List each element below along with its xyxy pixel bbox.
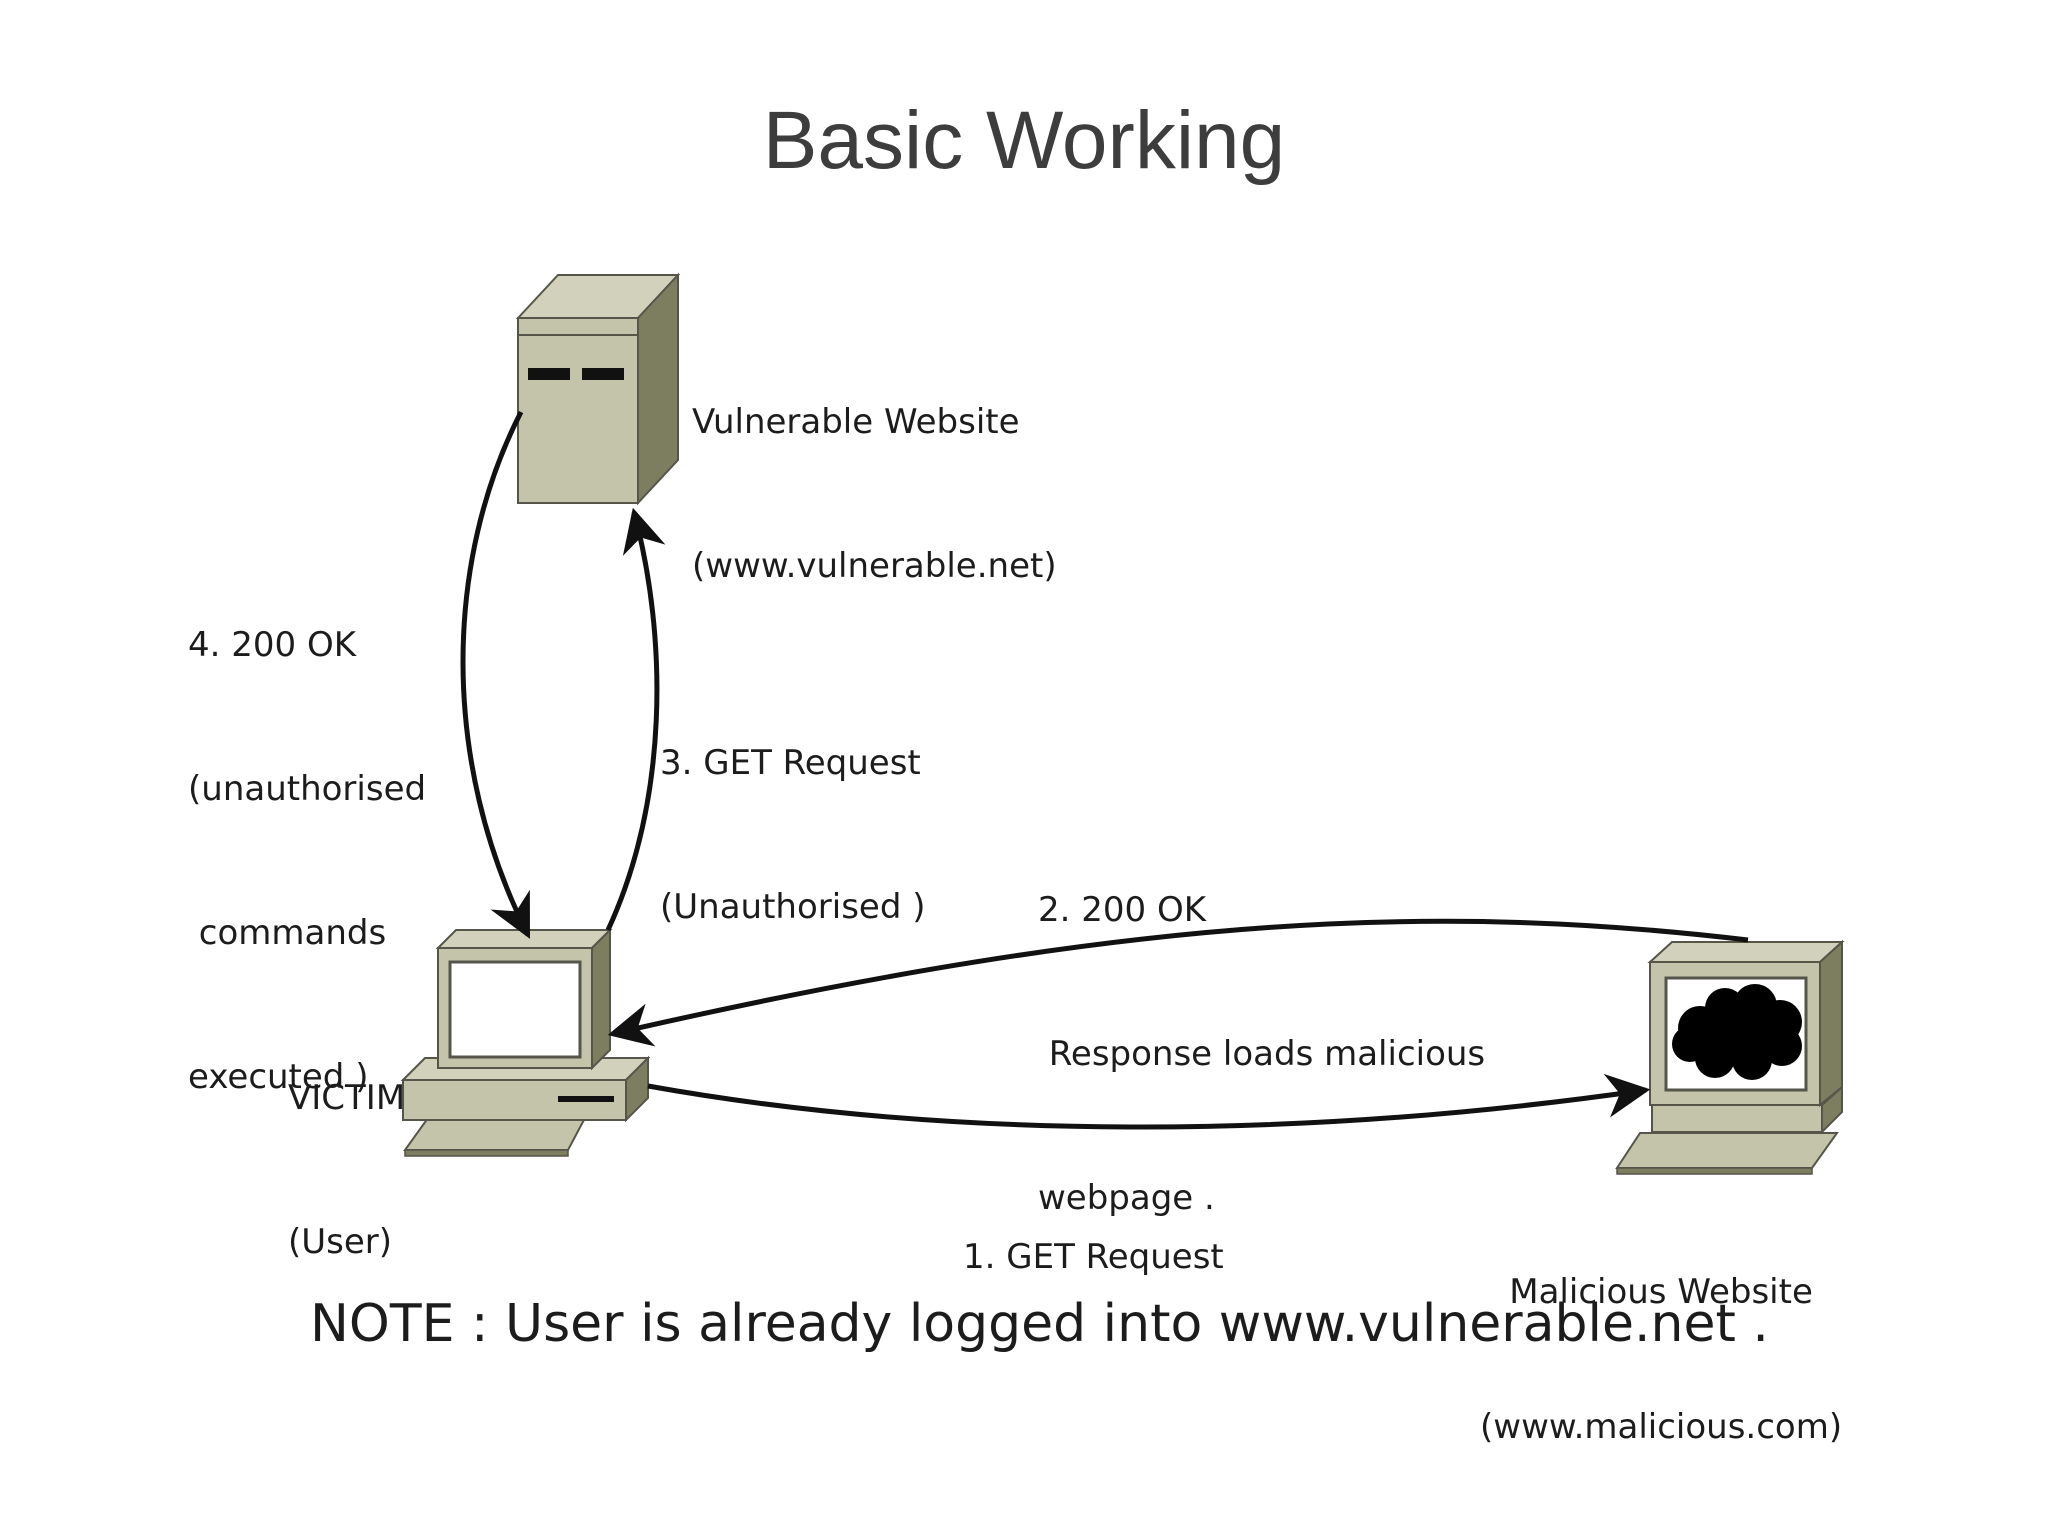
malicious-label-line1: Malicious Website (1509, 1272, 1813, 1312)
step3-label-line1: 3. GET Request (660, 743, 921, 783)
cloud-icon (1672, 984, 1802, 1080)
malicious-label: Malicious Website (www.malicious.com) (1480, 1180, 1842, 1540)
step1-label-line1: 1. GET Request (963, 1237, 1224, 1277)
step4-label-line1: 4. 200 OK (188, 625, 357, 665)
step3-label: 3. GET Request (Unauthorised ) (660, 643, 925, 1027)
server-label-line2: (www.vulnerable.net) (692, 546, 1057, 586)
step2-label-line1: 2. 200 OK (1038, 890, 1207, 930)
footnote: NOTE : User is already logged into www.v… (310, 1294, 1769, 1354)
arrow-step2 (607, 918, 1749, 1047)
step4-label: 4. 200 OK (unauthorised commands execute… (188, 525, 426, 1197)
server-icon (515, 272, 681, 506)
slide-title: Basic Working (762, 95, 1286, 186)
step4-label-line2: (unauthorised (188, 769, 427, 809)
server-label-line1: Vulnerable Website (692, 402, 1020, 442)
malicious-computer-icon (1615, 939, 1845, 1175)
victim-computer-icon (400, 927, 651, 1157)
malicious-label-line2: (www.malicious.com) (1480, 1407, 1843, 1447)
step3-label-line2: (Unauthorised ) (660, 887, 926, 927)
step4-label-line3: commands (188, 913, 387, 953)
victim-label-line2: (User) (288, 1222, 393, 1262)
step2-label-line3: webpage . (1038, 1178, 1215, 1218)
step2-label-line2: Response loads malicious (1038, 1034, 1486, 1074)
arrow-step4 (460, 410, 531, 939)
step1-label: 1. GET Request (963, 1137, 1224, 1377)
victim-label-line1: VICTIM (288, 1078, 406, 1118)
server-label: Vulnerable Website (www.vulnerable.net) (692, 302, 1057, 686)
step2-label: 2. 200 OK Response loads malicious webpa… (1038, 790, 1485, 1318)
step4-label-line4: executed ) (188, 1057, 369, 1097)
victim-label: VICTIM (User) (288, 978, 405, 1362)
arrow-step3 (605, 507, 666, 932)
arrow-step1 (647, 1073, 1651, 1130)
